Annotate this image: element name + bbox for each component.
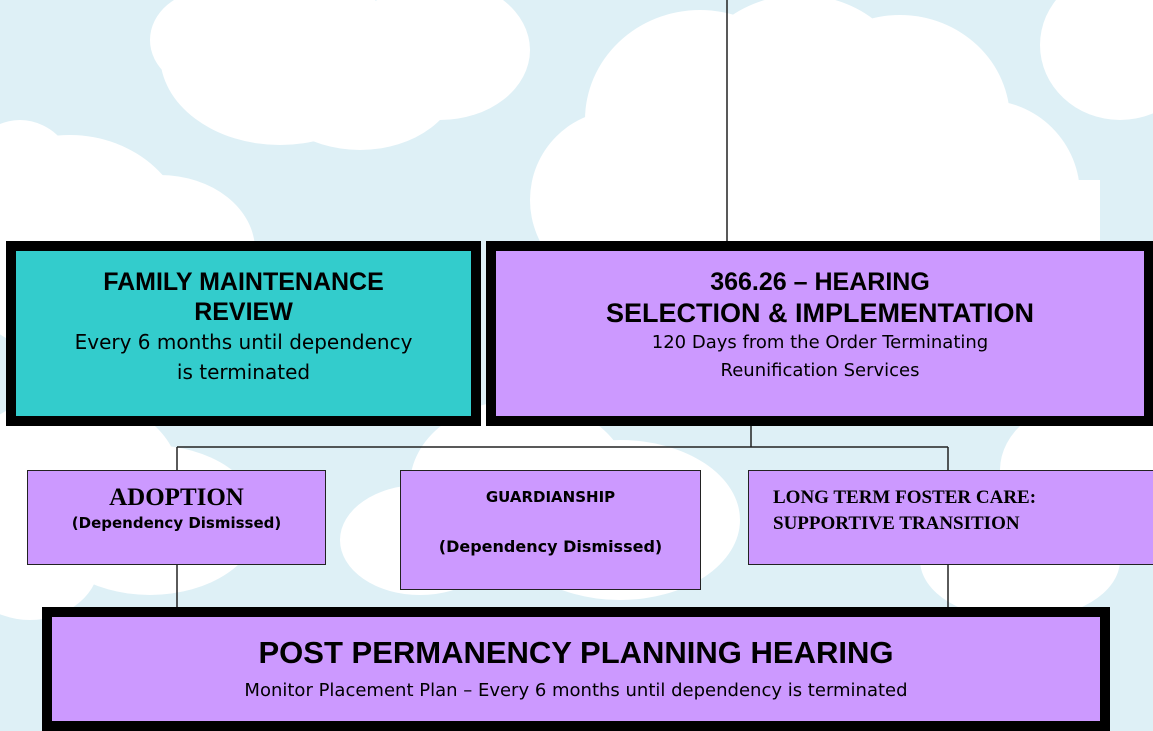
hearing-366-26-box: 366.26 – HEARING SELECTION & IMPLEMENTAT… [486, 241, 1153, 426]
hearing-desc-line2: Reunification Services [720, 360, 920, 381]
guardianship-box: GUARDIANSHIP (Dependency Dismissed) [400, 470, 701, 590]
hearing-title-line1: 366.26 – HEARING [710, 268, 930, 296]
family-maintenance-desc-line1: Every 6 months until dependency [74, 330, 413, 354]
adoption-title: ADOPTION [109, 484, 244, 511]
long-term-foster-care-box: LONG TERM FOSTER CARE: SUPPORTIVE TRANSI… [748, 470, 1153, 565]
hearing-desc-line1: 120 Days from the Order Terminating [651, 332, 989, 353]
post-permanency-desc: Monitor Placement Plan – Every 6 months … [244, 680, 908, 701]
family-maintenance-review-box: FAMILY MAINTENANCE REVIEW Every 6 months… [6, 241, 481, 426]
ltfc-title-line1: LONG TERM FOSTER CARE: [773, 487, 1037, 508]
ltfc-title-line2: SUPPORTIVE TRANSITION [773, 513, 1020, 534]
post-permanency-planning-hearing-box: POST PERMANENCY PLANNING HEARING Monitor… [42, 607, 1110, 731]
guardianship-title: GUARDIANSHIP [485, 488, 616, 506]
adoption-box: ADOPTION (Dependency Dismissed) [27, 470, 326, 565]
post-permanency-title: POST PERMANENCY PLANNING HEARING [258, 635, 894, 670]
adoption-subtitle: (Dependency Dismissed) [71, 514, 282, 532]
hearing-title-line2: SELECTION & IMPLEMENTATION [606, 298, 1034, 328]
guardianship-subtitle: (Dependency Dismissed) [438, 537, 663, 556]
family-maintenance-title-line1: FAMILY MAINTENANCE [103, 268, 384, 296]
family-maintenance-desc-line2: is terminated [176, 360, 311, 384]
family-maintenance-title-line2: REVIEW [194, 298, 293, 326]
